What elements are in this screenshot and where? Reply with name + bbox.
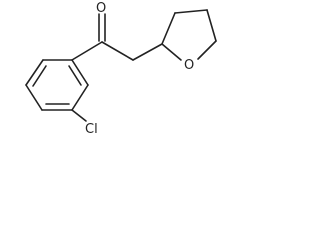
chlorine-label: Cl [85,122,98,137]
thf-bond-3 [206,9,217,42]
ring-bond-3 [25,84,43,111]
aryl-carbonyl-bond [71,41,103,61]
molecule-drawing: O O Cl [25,1,217,137]
structure-canvas: O O Cl [0,0,246,140]
carbonyl-oxygen-label: O [96,1,106,16]
chlorine-bond [71,109,87,122]
ring-bond-2 [25,59,44,86]
benzene-ring [25,59,89,111]
thf-bond-2 [174,9,208,14]
methylene-thf-bond [132,43,163,61]
tetrahydrofuran-ring [161,9,217,61]
ring-bond-5 [71,84,89,111]
carbonyl-methylene-bond [101,41,134,61]
ring-bond-6 [71,59,89,86]
thf-bond-4 [197,40,217,60]
aromatic-double-bond-3 [68,65,82,86]
thf-bond-5 [161,43,182,61]
thf-bond-1 [161,12,176,45]
ring-oxygen-label: O [184,58,194,73]
aromatic-double-bond-1 [32,65,47,87]
